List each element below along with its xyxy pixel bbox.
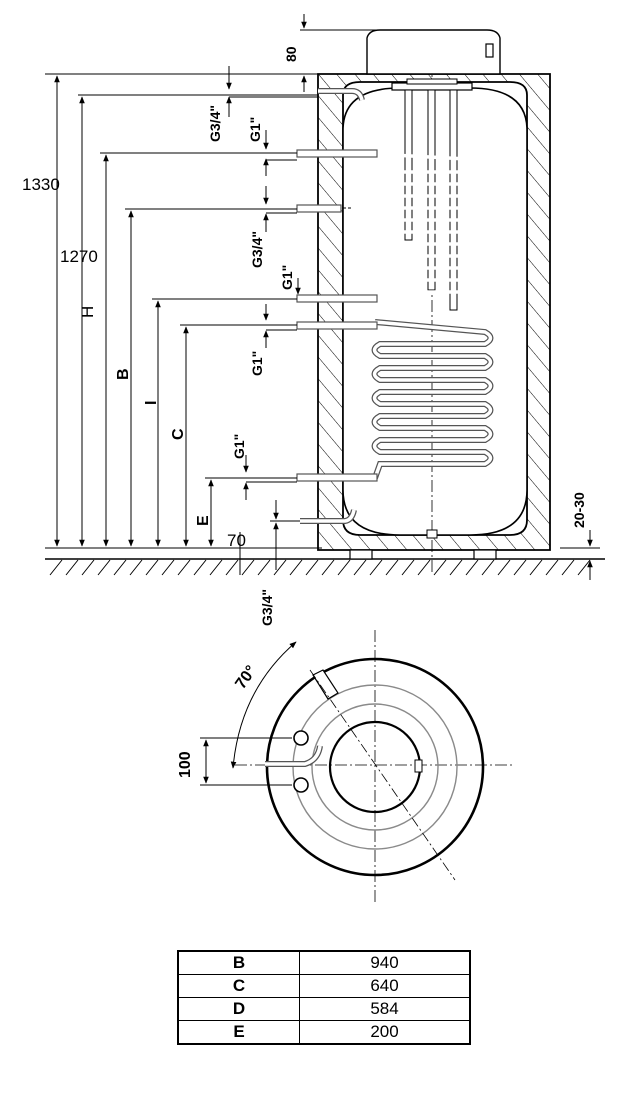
- dim-height-1270: 1270: [60, 247, 98, 266]
- top-outlet-stub: [312, 669, 339, 700]
- dim-total-height: 1330: [22, 175, 60, 194]
- dim-feet: 20-30: [571, 492, 587, 528]
- dim-top-clearance: 80: [283, 46, 299, 62]
- side-elevation: 1330 1270 H B I C E 70 80 20-30 G3/4" G1…: [22, 14, 605, 626]
- thread-middle: G3/4": [249, 231, 265, 268]
- table-value: 940: [299, 950, 471, 975]
- table-row: C 640: [177, 974, 471, 998]
- dimension-labels: 1330 1270 H B I C E 70 80 20-30 G3/4" G1…: [22, 46, 587, 626]
- table-value: 640: [299, 974, 471, 998]
- table-key: D: [177, 997, 300, 1021]
- dimension-table: B 940 C 640 D 584 E 200: [177, 950, 471, 1045]
- table-key: C: [177, 974, 300, 998]
- plan-angle-label: 70°: [232, 663, 260, 693]
- thread-lower-coil-in: G1": [249, 351, 265, 376]
- thread-lower-coil-out: G1": [231, 434, 247, 459]
- dim-bottom-70: 70: [227, 531, 246, 550]
- thread-bottom-inlet: G3/4": [259, 589, 275, 626]
- tank-feet: [349, 549, 497, 560]
- lower-heating-coil: [371, 319, 494, 480]
- dim-b: B: [115, 368, 132, 380]
- dim-e: E: [195, 515, 212, 526]
- table-key: E: [177, 1020, 300, 1045]
- thread-upper-coil-out: G1": [279, 265, 295, 290]
- plan-view: 70° 100: [177, 630, 515, 905]
- thread-upper-coil-in: G1": [247, 117, 263, 142]
- connection-pipes: [296, 88, 438, 539]
- table-key: B: [177, 950, 300, 975]
- table-value: 584: [299, 997, 471, 1021]
- table-row: B 940: [177, 950, 471, 975]
- dim-h: H: [78, 306, 97, 318]
- dimension-lines: [45, 14, 600, 580]
- table-value: 200: [299, 1020, 471, 1045]
- upper-heating-coil: [372, 152, 493, 300]
- connection-top-circle: [293, 730, 309, 746]
- thread-top-outlet: G3/4": [207, 105, 223, 142]
- dim-i: I: [143, 401, 160, 405]
- connection-bottom-circle: [293, 777, 309, 793]
- top-cover: [366, 29, 501, 311]
- flange-sensor: [414, 759, 423, 773]
- floor: [45, 547, 605, 576]
- table-row: D 584: [177, 997, 471, 1021]
- plan-spacing-label: 100: [177, 751, 194, 778]
- dim-c: C: [170, 428, 187, 440]
- table-row: E 200: [177, 1020, 471, 1045]
- coil-circle: [311, 703, 439, 831]
